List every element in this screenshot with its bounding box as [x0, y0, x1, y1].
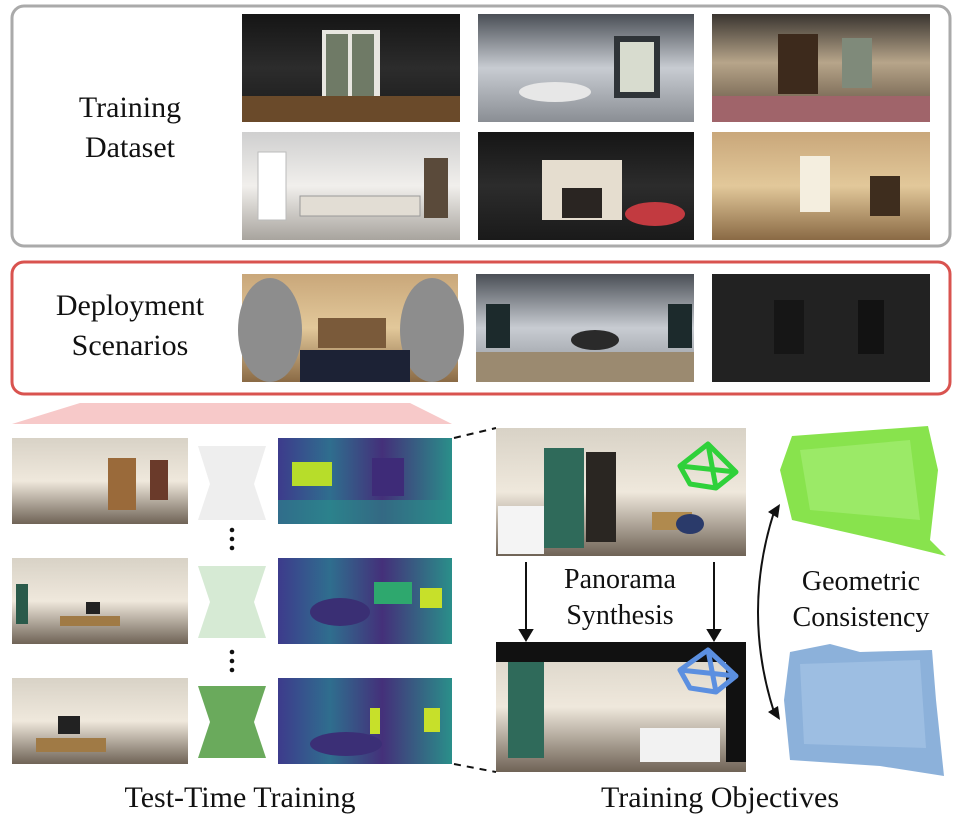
model-stage-2-shape: [198, 566, 266, 638]
geometric-consistency-label: Geometric Consistency: [762, 564, 960, 636]
depth-map: [278, 558, 452, 644]
training-thumbnail: [478, 132, 694, 240]
panorama-synthesis-line1: Panorama: [564, 564, 676, 595]
deployment-label: Deployment Scenarios: [30, 286, 230, 366]
point-cloud-green: [780, 426, 946, 556]
dashed-connector: [453, 763, 497, 773]
depth-map: [278, 438, 452, 524]
geometric-consistency-line2: Consistency: [792, 602, 930, 633]
double-arrow-icon: [757, 504, 780, 720]
deployment-thumbnail: [712, 274, 930, 382]
training-thumbnail: [478, 14, 694, 122]
panorama-synthesis-label: Panorama Synthesis: [520, 562, 720, 634]
camera-frustum-icon: [677, 441, 739, 491]
depth-map: [278, 678, 452, 764]
synthesized-panorama: [496, 642, 746, 772]
panorama-synthesis-line2: Synthesis: [566, 600, 674, 631]
training-dataset-box: [10, 4, 952, 248]
input-panorama: [12, 678, 188, 764]
training-thumbnail: [712, 132, 930, 240]
down-arrow-icon: [518, 562, 534, 642]
ellipsis-icon: [229, 649, 235, 673]
deployment-thumbnail: [476, 274, 694, 382]
training-thumbnail: [712, 14, 930, 122]
dashed-connector: [453, 427, 497, 439]
training-objectives-label: Training Objectives: [600, 781, 840, 814]
deployment-label-line1: Deployment: [55, 289, 205, 322]
training-thumbnail: [242, 132, 460, 240]
training-dataset-label-line2: Dataset: [85, 131, 175, 164]
down-arrow-icon: [706, 562, 722, 642]
ellipsis-icon: [229, 527, 235, 551]
target-panorama: [496, 428, 746, 556]
camera-frustum-icon: [677, 647, 739, 695]
test-time-training-label: Test-Time Training: [124, 781, 356, 814]
geometric-consistency-line1: Geometric: [801, 566, 921, 597]
deployment-thumbnail: [238, 274, 464, 382]
training-dataset-label-line1: Training: [78, 91, 182, 124]
model-stage-3-shape: [198, 686, 266, 758]
input-panorama: [12, 558, 188, 644]
deployment-box: [10, 260, 952, 396]
training-thumbnail: [242, 14, 460, 122]
input-panorama: [12, 438, 188, 524]
funnel-shape: [12, 403, 452, 424]
model-stage-1-shape: [198, 446, 266, 520]
training-dataset-label: Training Dataset: [40, 88, 220, 168]
deployment-label-line2: Scenarios: [71, 329, 189, 362]
point-cloud-blue: [784, 644, 944, 776]
